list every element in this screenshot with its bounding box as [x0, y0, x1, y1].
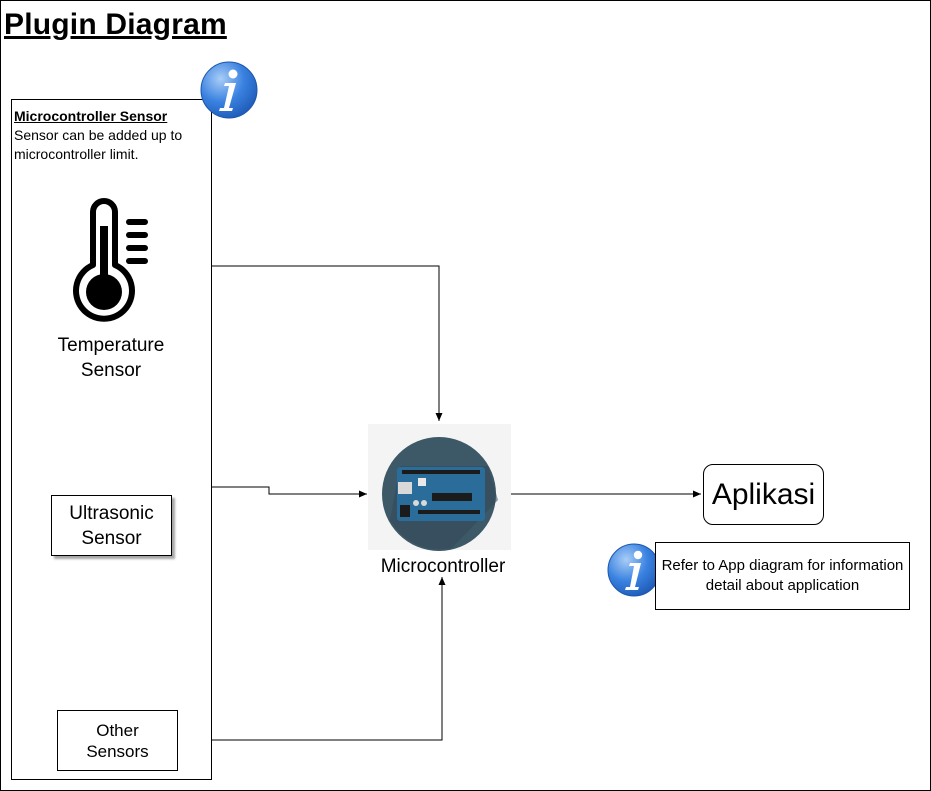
sensor-panel-description-line1: Sensor can be added up to [14, 127, 183, 143]
temperature-sensor-label: Temperature Sensor [36, 333, 186, 383]
microcontroller-label: Microcontroller [380, 556, 506, 577]
connector-other-microcontroller [211, 577, 446, 741]
diagram-title: Plugin Diagram [4, 8, 227, 41]
ultrasonic-sensor-label-line1: Ultrasonic [69, 502, 154, 524]
temperature-sensor-label-line2: Sensor [80, 360, 142, 381]
app-reference-note-line1: Refer to App diagram for [661, 557, 826, 574]
info-icon [200, 61, 258, 119]
app-label: Aplikasi [711, 477, 816, 511]
sensor-panel-heading: Microcontroller Sensor [14, 108, 168, 124]
sensor-panel-header: Microcontroller Sensor Sensor can be add… [14, 107, 182, 164]
sensor-panel-description-line2: microcontroller limit. [14, 146, 139, 162]
app-node: Aplikasi [703, 464, 824, 525]
other-sensors-label-line1: Other [96, 720, 139, 740]
other-sensors-label-line2: Sensors [86, 741, 149, 761]
other-sensors-node: Other Sensors [57, 710, 178, 771]
thermometer-icon [73, 198, 148, 322]
app-reference-note: Refer to App diagram for information det… [655, 542, 910, 610]
arduino-board-icon [368, 424, 511, 551]
sensor-panel [11, 99, 212, 780]
connector-ultrasonic-microcontroller [211, 486, 367, 498]
ultrasonic-sensor-label-line2: Sensor [81, 527, 142, 549]
temperature-sensor-label-line1: Temperature [57, 335, 165, 356]
info-icon-note [607, 543, 661, 597]
connector-temperature-microcontroller [211, 265, 443, 421]
app-reference-note-line2: information detail about application [705, 557, 904, 594]
ultrasonic-sensor-node: Ultrasonic Sensor [51, 495, 172, 556]
